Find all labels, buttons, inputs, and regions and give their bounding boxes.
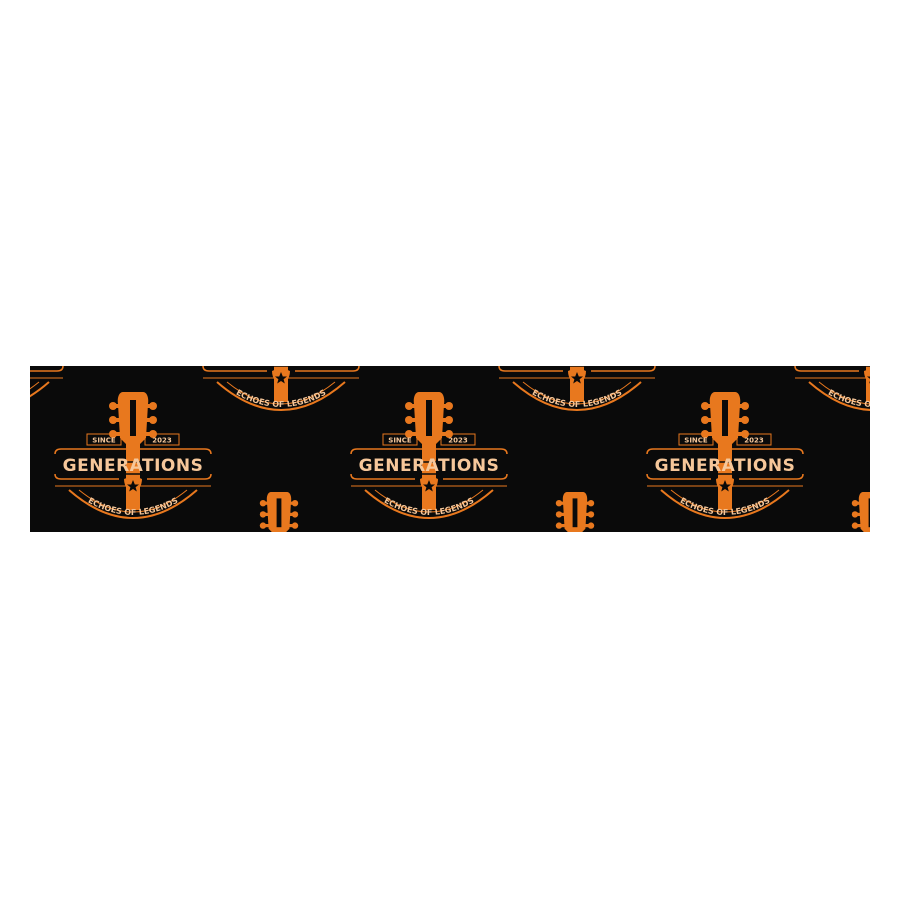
logo-title: GENERATIONS xyxy=(359,456,500,476)
since-year: 2023 xyxy=(744,437,764,445)
guitar-headstock-icon xyxy=(555,491,595,532)
bottom-rule xyxy=(794,366,859,372)
guitar-pick-icon xyxy=(864,369,870,385)
guitar-pick-icon xyxy=(568,369,586,388)
bottom-rule xyxy=(646,473,804,480)
bottom-rule xyxy=(498,366,656,372)
logo-tagline: ECHOES OF LEGENDS xyxy=(30,388,32,409)
since-label: SINCE xyxy=(684,437,708,445)
since-label: SINCE xyxy=(92,437,116,445)
since-banner: SINCE 2023 xyxy=(382,433,476,446)
outer-arc xyxy=(808,381,870,411)
since-banner: SINCE 2023 xyxy=(86,433,180,446)
top-rule xyxy=(646,448,804,455)
bottom-rule xyxy=(202,366,360,372)
inner-arc xyxy=(78,489,188,513)
outer-arc xyxy=(512,381,642,411)
logo-title: GENERATIONS xyxy=(803,366,870,368)
inner-arc xyxy=(374,489,484,513)
star-icon xyxy=(719,480,731,492)
star-icon xyxy=(275,372,287,384)
since-label: SINCE xyxy=(388,437,412,445)
inner-arc xyxy=(818,381,870,405)
star-icon xyxy=(127,480,139,492)
outer-arc xyxy=(216,381,346,411)
star-icon xyxy=(867,376,870,384)
outer-arc xyxy=(660,489,790,519)
since-year: 2023 xyxy=(152,437,172,445)
logo-title: GENERATIONS xyxy=(655,456,796,476)
outer-arc xyxy=(68,489,198,519)
logo-title: GENERATIONS xyxy=(507,366,648,368)
since-banner: SINCE 2023 xyxy=(678,433,772,446)
guitar-pick-icon xyxy=(272,369,290,388)
star-icon xyxy=(571,372,583,384)
guitar-pick-icon xyxy=(716,477,734,496)
since-year: 2023 xyxy=(448,437,468,445)
logo-title: GENERATIONS xyxy=(30,366,55,368)
inner-arc xyxy=(226,381,336,405)
guitar-pick-icon xyxy=(420,477,438,496)
guitar-pick-icon xyxy=(124,477,142,496)
star-icon xyxy=(423,480,435,492)
bottom-rule xyxy=(350,473,508,480)
outer-arc xyxy=(30,381,50,398)
bottom-rule xyxy=(54,473,212,480)
inner-arc xyxy=(522,381,632,405)
inner-arc xyxy=(670,489,780,513)
logo-title: GENERATIONS xyxy=(211,366,352,368)
top-rule xyxy=(54,448,212,455)
top-rule xyxy=(350,448,508,455)
guitar-headstock-icon xyxy=(851,491,870,532)
guitar-headstock-icon xyxy=(259,491,299,532)
logo-title: GENERATIONS xyxy=(63,456,204,476)
outer-arc xyxy=(364,489,494,519)
